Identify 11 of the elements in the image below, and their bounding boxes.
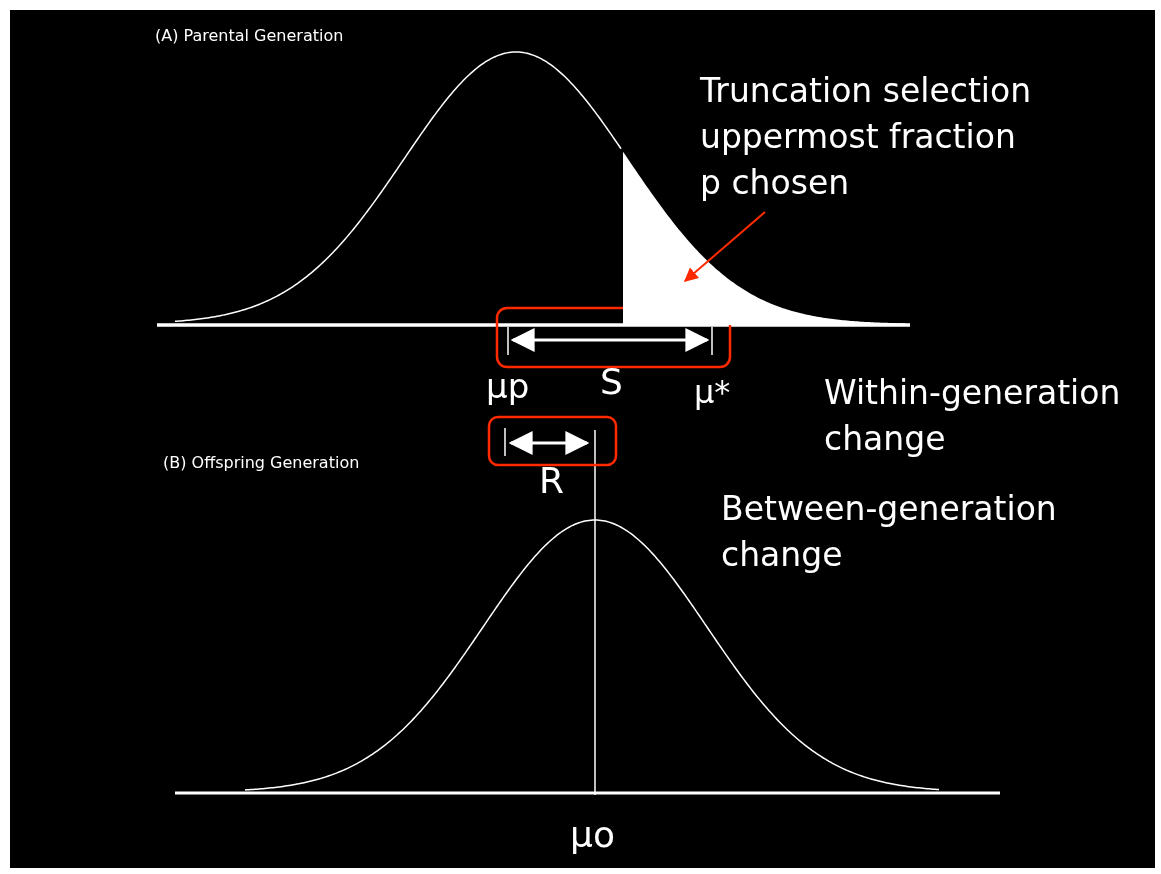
leader-arrow: [683, 211, 766, 282]
annotation-text: Between-generation change: [721, 488, 1058, 577]
mean-label: μo: [570, 815, 615, 855]
annotation-text: Truncation selection uppermost fraction p chosen: [700, 68, 1045, 210]
response-label: R: [539, 461, 564, 501]
mean-label: μp: [486, 368, 530, 406]
mean-label: μ*: [694, 375, 731, 411]
panel-title: (A) Parental Generation: [155, 27, 344, 45]
selection-differential-label: S: [600, 362, 623, 402]
panel-title: (B) Offspring Generation: [163, 454, 360, 472]
annotation-text: Within-generation change: [824, 372, 1122, 461]
